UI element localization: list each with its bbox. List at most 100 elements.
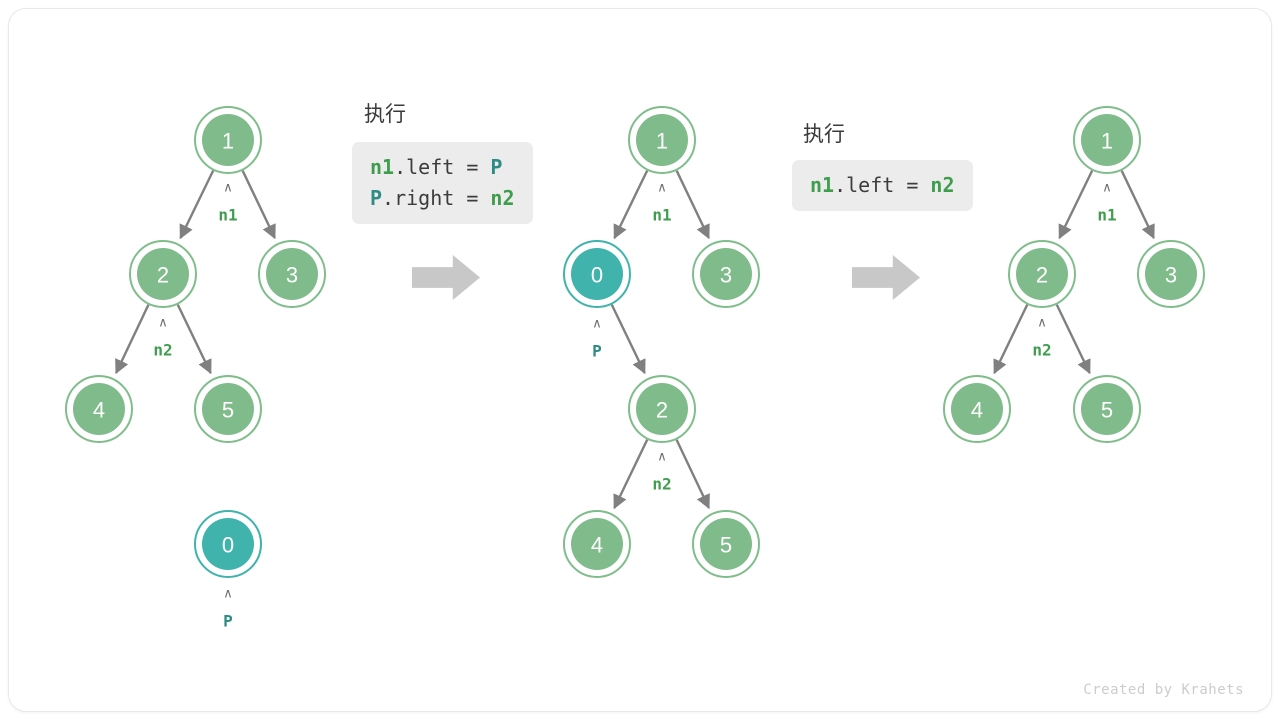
- pointer-n2: n2: [1032, 341, 1051, 360]
- pointer-n1: n1: [652, 206, 671, 225]
- node-fill: [700, 248, 752, 300]
- pointer-caret-icon: ∧: [657, 450, 667, 465]
- tree-edge: [179, 170, 215, 240]
- tree-node-1: 1: [628, 106, 696, 174]
- tree-node-3: 3: [692, 240, 760, 308]
- pointer-caret-icon: ∧: [592, 317, 602, 332]
- code-token: P: [490, 155, 503, 179]
- tree-edge: [176, 304, 212, 375]
- tree-node-4: 4: [563, 510, 631, 578]
- tree-node-0: 0: [563, 240, 631, 308]
- exec-label: 执行: [364, 103, 406, 126]
- node-value: 3: [1165, 263, 1177, 288]
- node-value: 3: [720, 263, 732, 288]
- node-value: 5: [222, 398, 234, 423]
- tree-node-5: 5: [1073, 375, 1141, 443]
- pointer-n2: n2: [652, 475, 671, 494]
- tree-edge: [1120, 170, 1155, 240]
- node-fill: [1145, 248, 1197, 300]
- code-token: .left =: [834, 173, 931, 197]
- tree-node-2: 2: [628, 375, 696, 443]
- flow-arrow-1: [412, 255, 480, 300]
- tree-node-4: 4: [943, 375, 1011, 443]
- node-fill: [636, 383, 688, 435]
- credit-text: Created by Krahets: [1083, 682, 1244, 698]
- pointer-n1: n1: [1097, 206, 1116, 225]
- node-value: 1: [222, 129, 234, 154]
- tree-node-2: 2: [1008, 240, 1076, 308]
- pointer-caret-icon: ∧: [1102, 181, 1112, 196]
- node-fill: [202, 383, 254, 435]
- node-value: 2: [157, 263, 169, 288]
- tree-edge: [675, 439, 710, 510]
- tree-node-4: 4: [65, 375, 133, 443]
- flow-arrow-2: [852, 255, 920, 300]
- tree-node-0: 0: [194, 510, 262, 578]
- code-token: .right =: [382, 186, 491, 210]
- code-token: n1: [810, 173, 835, 197]
- pointer-n1: n1: [218, 206, 237, 225]
- node-fill: [571, 518, 623, 570]
- tree-edge: [613, 439, 649, 510]
- node-fill: [73, 383, 125, 435]
- code-token: n2: [490, 186, 515, 210]
- node-fill: [700, 518, 752, 570]
- node-value: 2: [656, 398, 668, 423]
- code-token: n2: [930, 173, 955, 197]
- node-value: 2: [1036, 263, 1048, 288]
- pointer-caret-icon: ∧: [1037, 316, 1047, 331]
- tree-edge: [1055, 304, 1091, 375]
- exec-label: 执行: [803, 123, 845, 146]
- node-value: 0: [591, 263, 603, 288]
- pointer-caret-icon: ∧: [223, 587, 233, 602]
- tree-node-3: 3: [258, 240, 326, 308]
- nodes-layer: 1 2 3 4 5 0 1 0 3 2 4 5 1 2 3 4 5: [65, 106, 1205, 578]
- node-fill: [1081, 114, 1133, 166]
- code-line: P.right = n2: [370, 183, 515, 214]
- pointer-n2: n2: [153, 341, 172, 360]
- node-fill: [1081, 383, 1133, 435]
- pointer-p: P: [223, 612, 233, 631]
- flow-arrows-layer: [412, 255, 920, 300]
- edges-layer: [115, 170, 1155, 510]
- node-fill: [202, 518, 254, 570]
- tree-edge: [115, 304, 150, 375]
- node-fill: [571, 248, 623, 300]
- code-line: n1.left = n2: [810, 170, 955, 201]
- node-fill: [951, 383, 1003, 435]
- pointer-p: P: [592, 342, 602, 361]
- pointer-caret-icon: ∧: [223, 181, 233, 196]
- node-fill: [137, 248, 189, 300]
- node-value: 1: [656, 129, 668, 154]
- tree-node-5: 5: [194, 375, 262, 443]
- node-fill: [266, 248, 318, 300]
- node-value: 1: [1101, 129, 1113, 154]
- node-fill: [636, 114, 688, 166]
- node-fill: [1016, 248, 1068, 300]
- node-fill: [202, 114, 254, 166]
- tree-node-3: 3: [1137, 240, 1205, 308]
- tree-edge: [1058, 170, 1094, 240]
- pointer-caret-icon: ∧: [657, 181, 667, 196]
- code-snippet-2: n1.left = n2: [792, 160, 973, 211]
- tree-edge: [675, 170, 710, 240]
- tree-edge: [613, 170, 649, 240]
- node-value: 5: [1101, 398, 1113, 423]
- code-line: n1.left = P: [370, 152, 515, 183]
- tree-edge: [241, 170, 276, 240]
- code-token: n1: [370, 155, 395, 179]
- pointer-caret-icon: ∧: [158, 316, 168, 331]
- tree-edge: [993, 304, 1029, 375]
- node-value: 4: [971, 398, 983, 423]
- node-value: 4: [591, 533, 603, 558]
- node-value: 4: [93, 398, 105, 423]
- code-token: P: [370, 186, 383, 210]
- code-token: .left =: [394, 155, 491, 179]
- tree-node-1: 1: [194, 106, 262, 174]
- tree-edge: [610, 304, 646, 375]
- pointers-layer: ∧ n1 ∧ n2 ∧ P ∧ n1 ∧ P ∧ n2 ∧ n1 ∧ n2: [153, 181, 1116, 631]
- node-value: 5: [720, 533, 732, 558]
